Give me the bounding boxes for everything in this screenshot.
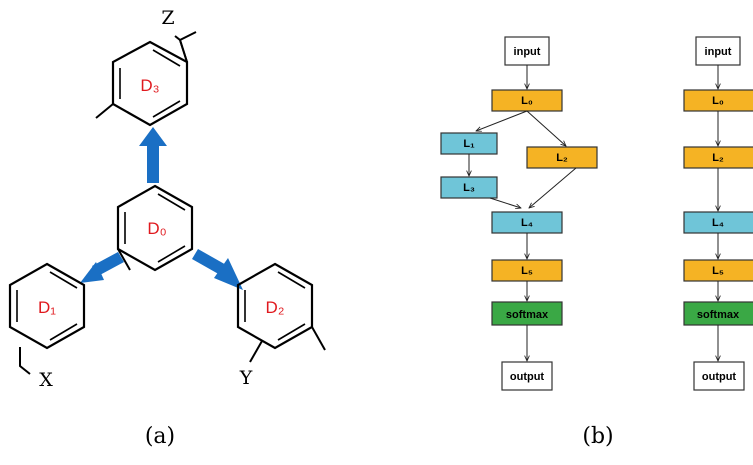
node-input: input (504, 36, 550, 66)
svg-text:input: input (705, 46, 732, 58)
ring-d1: D₁ (8, 262, 86, 350)
node-l1: L₁ (440, 132, 498, 155)
edge-l3-l4 (489, 197, 521, 208)
svg-text:L₂: L₂ (556, 152, 568, 164)
node-softmax: softmax (491, 301, 563, 326)
svg-text:L₀: L₀ (521, 95, 533, 107)
node-output-right: output (693, 361, 745, 391)
arrow-to-d2 (192, 249, 243, 290)
svg-text:L₅: L₅ (712, 265, 724, 277)
svg-text:L₀: L₀ (712, 95, 724, 107)
ring-label-d3: D₃ (140, 76, 159, 95)
svg-text:output: output (702, 371, 737, 383)
ring-label-d0: D₀ (147, 219, 166, 238)
x-bond (19, 347, 31, 375)
node-input-right: input (695, 36, 741, 66)
svg-text:L₃: L₃ (463, 182, 475, 194)
node-output: output (501, 361, 553, 391)
svg-text:L₄: L₄ (521, 217, 533, 229)
svg-text:L₅: L₅ (521, 265, 533, 277)
svg-text:L₄: L₄ (712, 217, 724, 229)
svg-text:output: output (510, 371, 545, 383)
node-l0: L₀ (491, 89, 563, 112)
arrow-to-d1 (80, 252, 124, 283)
node-l2-right: L₂ (683, 146, 753, 169)
svg-text:L₁: L₁ (463, 138, 475, 150)
ring-label-d2: D₂ (266, 298, 285, 317)
caption-a: (a) (145, 424, 175, 449)
ring-d2: D₂ (236, 262, 326, 351)
svg-text:softmax: softmax (697, 309, 740, 321)
panel-b-left-graph: input L₀ L₁ L₂ L₃ L₄ L₅ softmax (440, 36, 598, 391)
node-l4: L₄ (491, 211, 563, 234)
node-l5: L₅ (491, 259, 563, 282)
svg-text:L₂: L₂ (712, 152, 724, 164)
node-l4-right: L₄ (683, 211, 753, 234)
ring-d0: D₀ (116, 184, 194, 272)
ring-d3: D₃ (95, 35, 189, 127)
arrow-to-d3 (139, 127, 167, 183)
node-l2: L₂ (526, 146, 598, 169)
substituent-y: Y (239, 367, 253, 389)
z-bond (178, 31, 197, 63)
y-bond (249, 340, 263, 363)
panel-b-right-graph: input L₀ L₂ L₄ L₅ softmax output (683, 36, 753, 391)
node-l5-right: L₅ (683, 259, 753, 282)
node-l3: L₃ (440, 176, 498, 199)
edge-l2-l4 (529, 167, 577, 208)
node-softmax-right: softmax (683, 301, 753, 326)
node-l0-right: L₀ (683, 89, 753, 112)
panel-a: D₃ Z D₀ (8, 7, 326, 449)
svg-text:input: input (514, 46, 541, 58)
caption-b: (b) (582, 424, 613, 449)
substituent-z: Z (161, 7, 174, 29)
edge-l0-l1 (476, 110, 528, 131)
substituent-x: X (39, 369, 53, 391)
ring-label-d1: D₁ (38, 298, 56, 317)
edge-l0-l2 (526, 110, 566, 146)
svg-text:softmax: softmax (506, 309, 549, 321)
